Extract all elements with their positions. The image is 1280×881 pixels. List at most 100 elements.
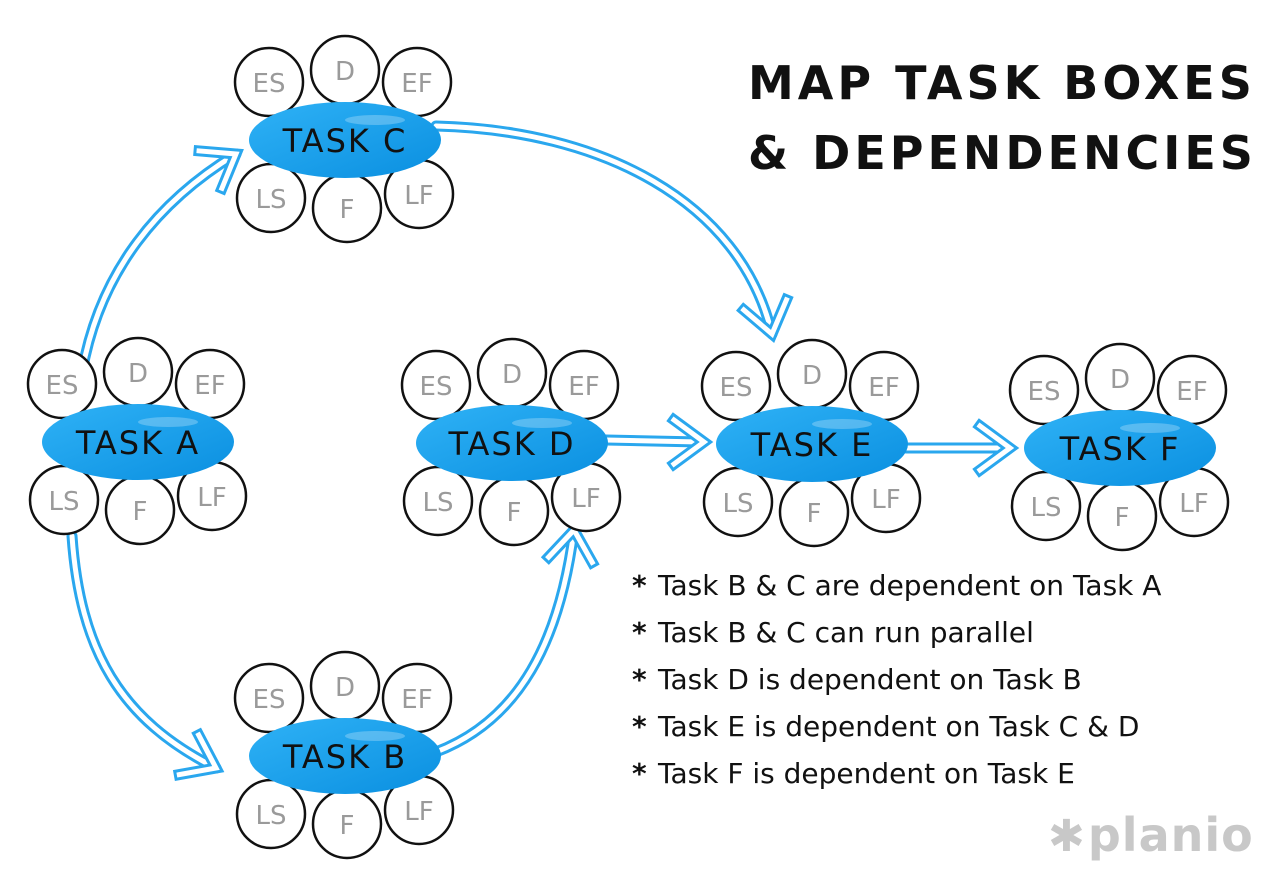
note-text: Task E is dependent on Task C & D [658, 710, 1140, 743]
circle-es-c: ES [233, 46, 305, 118]
circle-label-d: D [335, 673, 355, 703]
circle-d-f: D [1084, 342, 1156, 414]
task-label-b: TASK B [282, 738, 407, 776]
notes-list: *Task B & C are dependent on Task A *Tas… [632, 562, 1272, 797]
circle-ls-f: LS [1010, 470, 1082, 542]
circle-label-lf: LF [871, 485, 900, 515]
circle-d-c: D [309, 34, 381, 106]
note-item: * Task E is dependent on Task C & D [632, 703, 1272, 750]
note-item: *Task D is dependent on Task B [632, 656, 1272, 703]
circle-d-e: D [776, 338, 848, 410]
asterisk-bullet: * [632, 569, 647, 602]
task-pill-d [416, 405, 608, 481]
task-label-e: TASK E [750, 426, 874, 464]
circle-ls-a: LS [28, 464, 100, 536]
note-text: Task B & C are dependent on Task A [658, 569, 1162, 602]
task-pill-c [249, 102, 441, 178]
circle-d-d: D [476, 337, 548, 409]
note-item: * Task B & C are dependent on Task A [632, 562, 1272, 609]
circle-label-ls: LS [256, 801, 287, 831]
circle-label-ls: LS [49, 487, 80, 517]
circle-ef-e: EF [848, 350, 920, 422]
title-line-2: & DEPENDENCIES [748, 126, 1257, 180]
circle-label-es: ES [253, 685, 286, 715]
circle-label-ef: EF [401, 685, 432, 715]
asterisk-logo-icon: ✱ [1048, 811, 1086, 862]
task-node-e: ES D EF LS F LF TASK E [700, 338, 922, 548]
circle-label-es: ES [253, 69, 286, 99]
circle-label-f: F [1115, 503, 1130, 533]
circle-label-ef: EF [568, 372, 599, 402]
circle-f-c: F [311, 172, 383, 244]
brand-name: planio [1087, 808, 1254, 862]
circle-label-d: D [1110, 365, 1130, 395]
circle-label-ls: LS [1031, 493, 1062, 523]
title-line-1: MAP TASK BOXES [748, 56, 1256, 110]
note-item: *Task B & C can run parallel [632, 609, 1272, 656]
task-pill-b [249, 718, 441, 794]
task-label-d: TASK D [447, 425, 575, 463]
circle-label-ef: EF [194, 371, 225, 401]
arrow-d-to-e [600, 412, 714, 472]
circle-lf-e: LF [850, 462, 922, 534]
asterisk-bullet: * [632, 710, 647, 743]
arrow-b-to-d [430, 520, 600, 758]
arrows-layer [66, 120, 1020, 781]
circle-ls-e: LS [702, 466, 774, 538]
task-pill-f [1024, 410, 1216, 486]
asterisk-bullet: * [632, 757, 647, 790]
circle-label-ef: EF [868, 373, 899, 403]
task-label-f: TASK F [1059, 430, 1181, 468]
circle-label-f: F [807, 499, 822, 529]
circle-label-lf: LF [571, 484, 600, 514]
circle-label-d: D [802, 361, 822, 391]
circle-label-es: ES [720, 373, 753, 403]
circle-label-d: D [335, 57, 355, 87]
circle-label-lf: LF [404, 797, 433, 827]
circle-ls-c: LS [235, 162, 307, 234]
task-node-a: ES D EF LS F LF TASK A [26, 336, 248, 546]
circle-label-lf: LF [1179, 489, 1208, 519]
circle-lf-a: LF [176, 460, 248, 532]
task-label-a: TASK A [75, 424, 200, 462]
circle-f-d: F [478, 475, 550, 547]
circle-label-ef: EF [1176, 377, 1207, 407]
circle-label-ls: LS [723, 489, 754, 519]
circle-label-lf: LF [404, 181, 433, 211]
circle-lf-c: LF [383, 158, 455, 230]
circle-label-lf: LF [197, 483, 226, 513]
arrow-a-to-b [66, 530, 225, 781]
circle-ef-d: EF [548, 349, 620, 421]
circle-ef-c: EF [381, 46, 453, 118]
circle-label-f: F [507, 498, 522, 528]
circle-label-ls: LS [256, 185, 287, 215]
circle-label-es: ES [46, 371, 79, 401]
diagram-title: MAP TASK BOXES & DEPENDENCIES [748, 48, 1268, 188]
circle-es-b: ES [233, 662, 305, 734]
task-node-f: ES D EF LS F LF TASK F [1008, 342, 1230, 552]
circle-label-ef: EF [401, 69, 432, 99]
circle-f-b: F [311, 788, 383, 860]
circle-d-a: D [102, 336, 174, 408]
circle-ef-a: EF [174, 348, 246, 420]
circle-label-es: ES [1028, 377, 1061, 407]
circle-ls-b: LS [235, 778, 307, 850]
task-pill-e [716, 406, 908, 482]
circle-es-e: ES [700, 350, 772, 422]
note-text: Task B & C can run parallel [658, 616, 1034, 649]
note-text: Task F is dependent on Task E [658, 757, 1075, 790]
arrow-e-to-f [900, 418, 1020, 478]
note-item: * Task F is dependent on Task E [632, 750, 1272, 797]
circle-label-f: F [340, 195, 355, 225]
circle-d-b: D [309, 650, 381, 722]
planio-logo: ✱planio [1048, 808, 1254, 862]
circle-label-d: D [128, 359, 148, 389]
note-text: Task D is dependent on Task B [658, 663, 1082, 696]
arrow-c-to-e [430, 120, 794, 344]
circle-f-a: F [104, 474, 176, 546]
task-node-b: ES D EF LS F LF TASK B [233, 650, 455, 860]
circle-es-a: ES [26, 348, 98, 420]
